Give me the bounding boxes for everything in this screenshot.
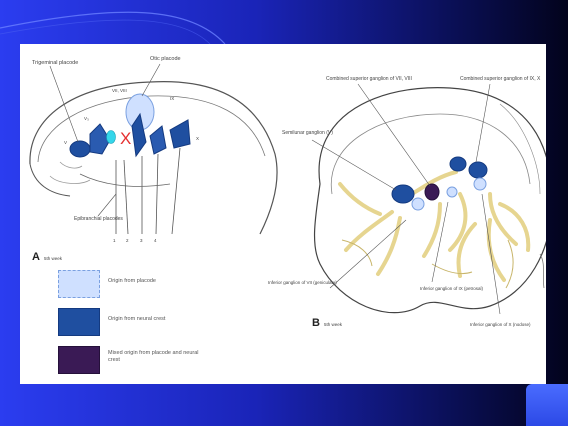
panel-b-age: 5th week [324,322,343,327]
label-x: X [196,136,199,141]
label-v1: V [64,140,67,145]
label-arch-4: 4 [154,238,157,243]
label-inferior-x: Inferior ganglion of X (nodose) [470,322,531,327]
label-arch-1: 1 [113,238,116,243]
label-semilunar-ganglion: Semilunar ganglion (V) [282,130,333,136]
legend-label-neural-crest: Origin from neural crest [108,316,208,323]
highlight-marker-icon [107,131,116,144]
panel-a-drawing [30,64,277,234]
panel-a-age: 5th week [44,256,63,261]
label-ix: IX [170,96,174,101]
legend-swatch-neural-crest [58,308,100,336]
label-arch-3: 3 [140,238,143,243]
panel-b-letter: B [312,317,320,329]
legend-swatch-mixed [58,346,100,374]
label-trigeminal-placode: Trigeminal placode [32,60,78,66]
panel-b-drawing [312,84,546,314]
corner-accent-tab [526,384,568,426]
label-v3: V₃ [84,116,89,121]
label-inferior-ix: Inferior ganglion of IX (petrosal) [420,286,484,291]
panel-a-letter: A [32,251,40,263]
label-combined-superior-ix-x: Combined superior ganglion of IX, X [460,76,541,82]
header-swoosh-decoration [0,0,568,50]
label-vii-viii: VII, VIII [112,88,127,93]
legend-swatch-placode [58,270,100,298]
annotation-x-mark: X [120,129,131,148]
label-epibranchial-placodes: Epibranchial placodes [74,216,123,222]
label-inferior-vii: Inferior ganglion of VII (geniculate) [268,280,337,285]
label-otic-placode: Otic placode [150,56,181,62]
legend-label-mixed: Mixed origin from placode and neural cre… [108,350,208,364]
label-arch-2: 2 [126,238,129,243]
legend-label-placode: Origin from placode [108,278,208,285]
embryology-figure: Trigeminal placode Otic placode VII, VII… [20,44,546,384]
label-combined-superior-vii-viii: Combined superior ganglion of VII, VIII [326,76,412,82]
